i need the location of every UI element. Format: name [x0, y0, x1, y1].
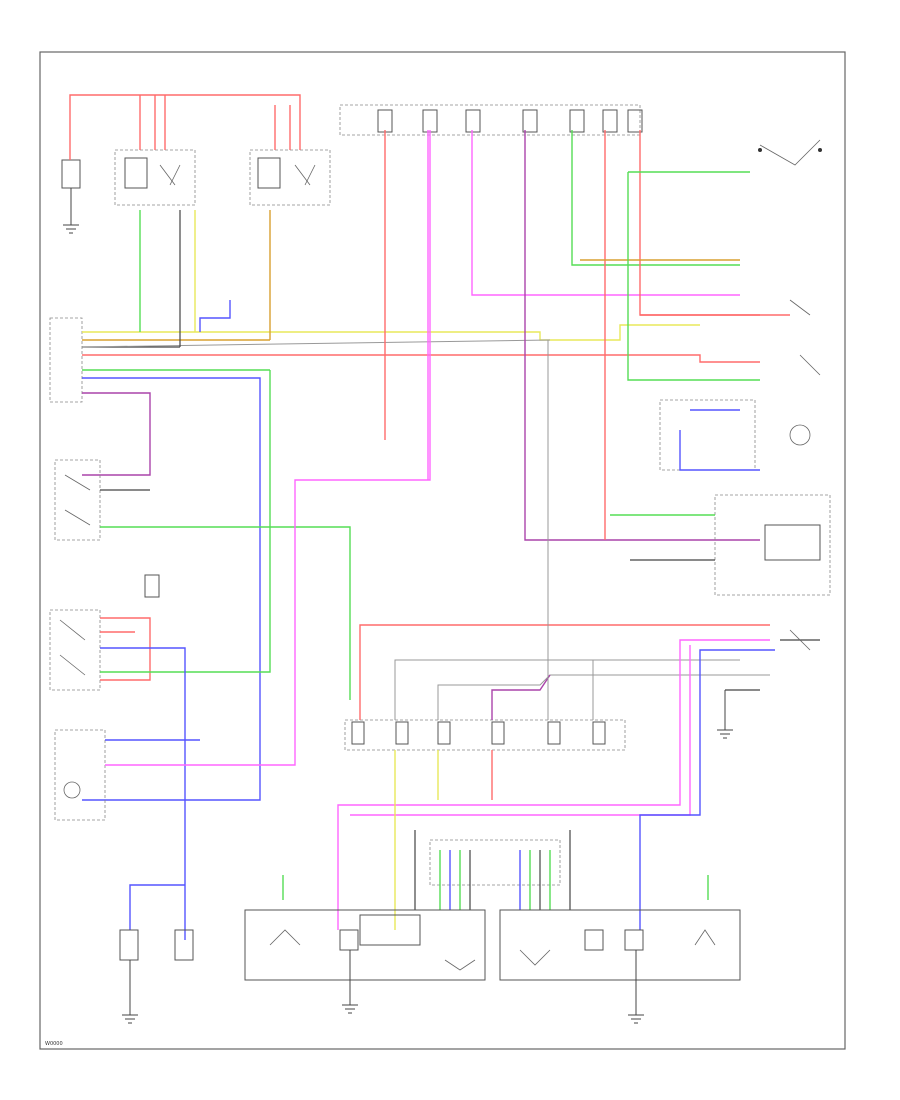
- headlamp-cleaner-relay: [717, 629, 811, 739]
- top-fuse-panel: [339, 104, 643, 136]
- ground-bottom-left: [122, 960, 138, 1024]
- headlamp-switch: [54, 459, 101, 541]
- left-headlamp: [244, 909, 486, 981]
- combination-meter: [714, 494, 831, 596]
- headlamp-relay-left: [114, 149, 196, 206]
- headlamp-relay-right: [249, 149, 331, 206]
- dimmer-switch: [49, 609, 101, 691]
- headlamp-harness-connector: [429, 839, 561, 886]
- middle-fuse-panel: [344, 719, 626, 751]
- right-headlamp: [499, 909, 741, 981]
- footer-code: W0000: [45, 1041, 63, 1047]
- fuse-middle-left: [144, 574, 160, 598]
- ignition-switch: [758, 139, 822, 166]
- ground-bottom-center: [342, 950, 358, 1014]
- daytime-relay: [54, 729, 106, 821]
- front-fog-lamp-left: [119, 929, 194, 961]
- ground-bottom-right: [628, 950, 644, 1024]
- diagram-frame: [39, 51, 846, 1050]
- ground-top-left: [61, 159, 81, 234]
- hazard-relay-right: [789, 299, 821, 376]
- combination-switch-connector: [49, 317, 83, 403]
